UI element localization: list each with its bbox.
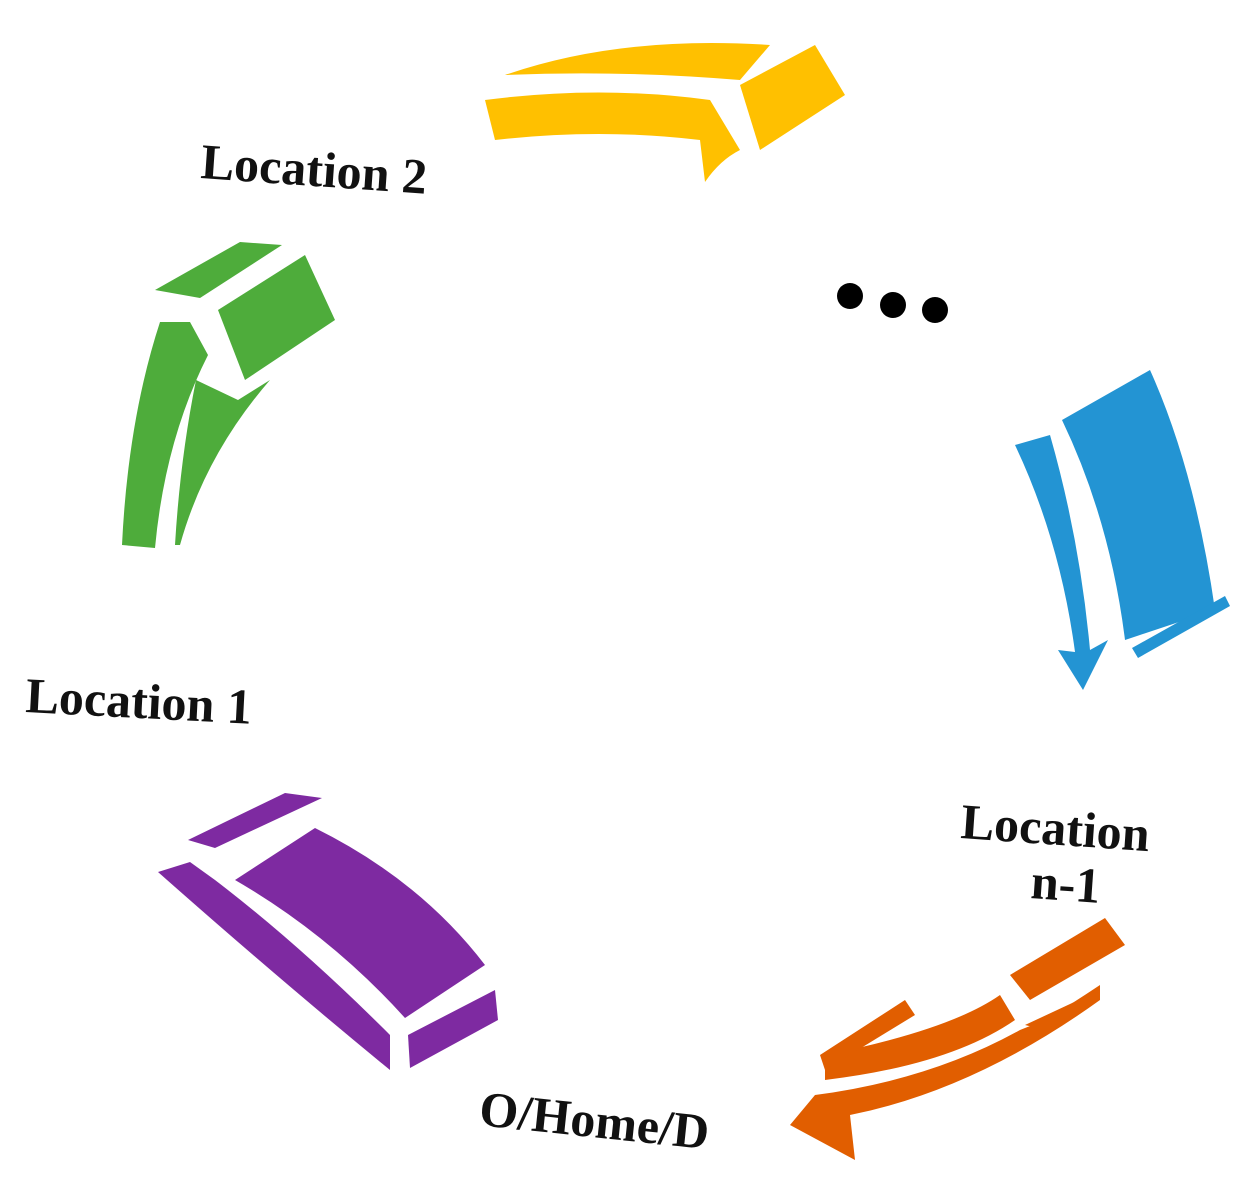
label-location-n-1-line1: Location [959,793,1152,862]
arrow-lower-right [790,918,1125,1160]
arrow-upper-left [122,242,335,548]
dot [837,283,863,309]
label-location-n-1-line2: n-1 [1029,853,1102,914]
arrow-top [485,43,845,182]
label-location-2: Location 2 [199,133,429,205]
dot [922,297,948,323]
arrow-right [1015,370,1230,690]
ellipsis-dots [837,283,948,323]
label-origin-home-destination: O/Home/D [477,1080,712,1160]
arrow-lower-left [158,793,498,1070]
label-location-1: Location 1 [24,667,253,735]
dot [880,292,906,318]
